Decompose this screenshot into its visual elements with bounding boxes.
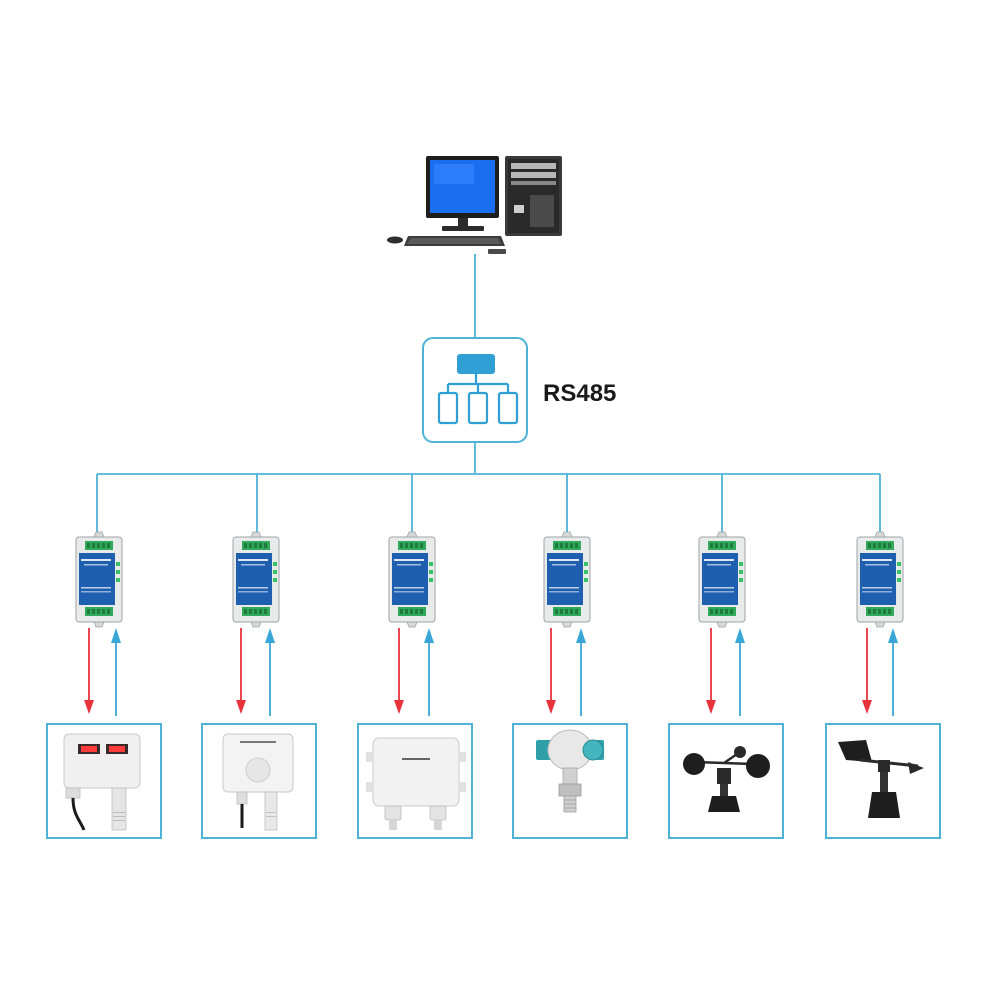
io-module-5 — [698, 531, 746, 628]
light-sensor-icon — [222, 733, 294, 831]
up-arrows — [111, 628, 898, 716]
rs485-bus-box — [422, 337, 528, 443]
signal-arrows — [84, 628, 898, 716]
io-module-4 — [543, 531, 591, 628]
junction-box-sensor-icon — [366, 737, 466, 830]
io-modules — [75, 531, 904, 628]
io-module-3 — [388, 531, 436, 628]
desktop-computer-icon — [387, 156, 562, 254]
device-frames — [46, 723, 941, 839]
connection-lines — [96, 254, 881, 537]
io-module-2 — [232, 531, 280, 628]
rs485-label: RS485 — [543, 380, 616, 407]
pressure-transmitter-icon — [536, 729, 604, 813]
temperature-humidity-display-sensor-icon — [63, 733, 141, 831]
network-hierarchy-icon — [437, 354, 519, 425]
io-module-6 — [856, 531, 904, 628]
io-module-1 — [75, 531, 123, 628]
down-arrows — [84, 628, 872, 714]
wind-vane-icon — [838, 740, 924, 818]
cup-anemometer-icon — [683, 746, 770, 812]
